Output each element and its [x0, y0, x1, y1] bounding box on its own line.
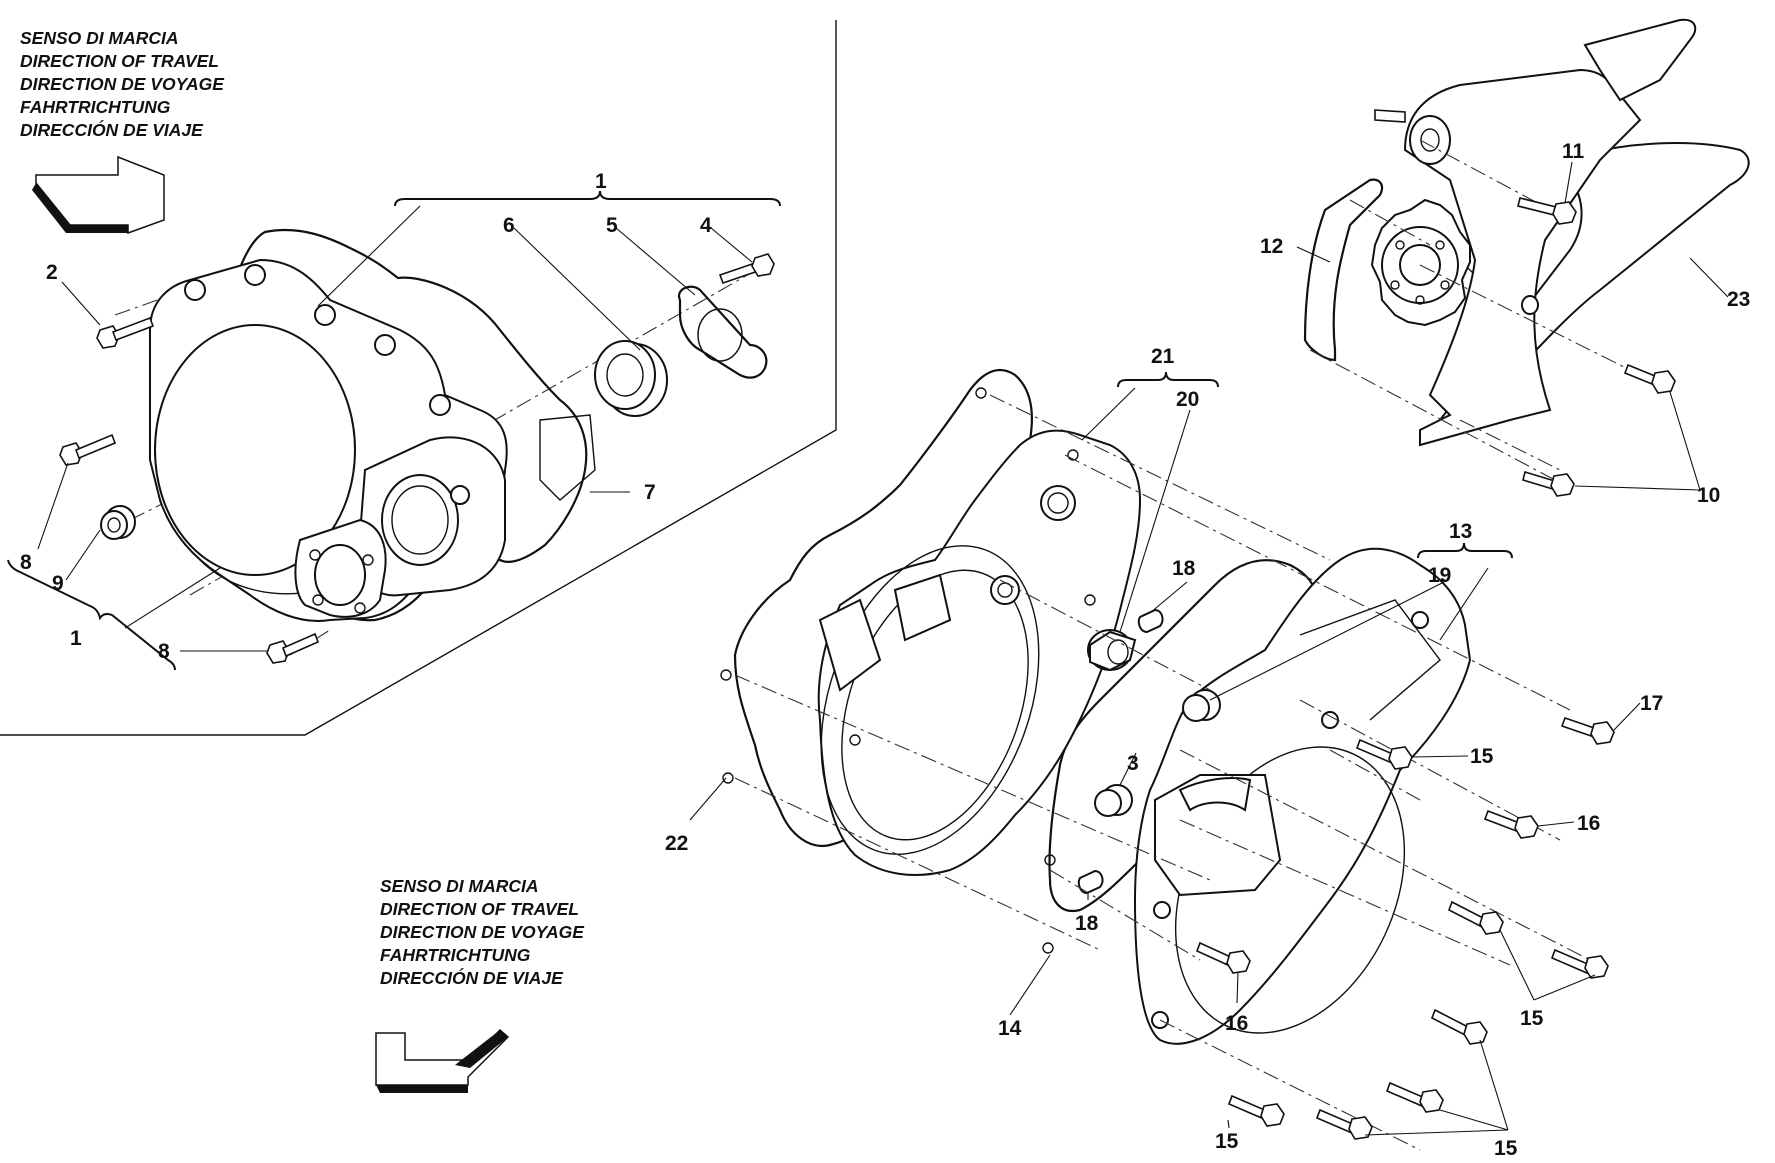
label-21: 21	[1151, 345, 1175, 368]
label-13: 13	[1449, 520, 1472, 543]
label-4: 4	[700, 214, 712, 237]
bolt-15-c	[1550, 948, 1609, 979]
clutch-cover-21	[817, 429, 1142, 876]
bushing-3	[1094, 784, 1133, 817]
seal-ring-6	[594, 340, 668, 417]
label-16-b: 16	[1225, 1012, 1248, 1035]
label-15-a: 15	[1470, 745, 1494, 768]
bolt-10-upper	[1623, 363, 1676, 394]
direction-bottom-line-3: DIRECTION DE VOYAGE	[380, 922, 585, 942]
cover-dome	[154, 324, 356, 576]
direction-arrow-bottom-icon	[375, 1028, 510, 1093]
label-19: 19	[1428, 564, 1451, 587]
leader-lines-left	[37, 205, 753, 652]
label-18-upper: 18	[1172, 557, 1196, 580]
dowel-18-lower	[1077, 869, 1104, 895]
direction-top-line-2: DIRECTION OF TRAVEL	[20, 51, 219, 71]
direction-top-line-5: DIRECCIÓN DE VIAJE	[20, 119, 204, 140]
direction-arrow-top-icon	[32, 155, 165, 235]
bolt-8-upper	[59, 433, 117, 466]
label-8-bottom: 8	[158, 640, 170, 663]
label-8-top: 8	[20, 551, 32, 574]
label-2: 2	[46, 261, 58, 284]
leader-lines-right	[689, 161, 1729, 1136]
label-5: 5	[606, 214, 618, 237]
label-10: 10	[1697, 484, 1720, 507]
bolt-4	[718, 253, 775, 285]
dowel-18-upper	[1137, 608, 1164, 634]
label-3: 3	[1127, 752, 1139, 775]
label-23: 23	[1727, 288, 1750, 311]
label-9: 9	[52, 572, 64, 595]
bolt-15-g	[1227, 1094, 1285, 1127]
direction-bottom-line-4: FAHRTRICHTUNG	[380, 945, 531, 965]
sprocket-12	[1303, 178, 1471, 362]
label-15-d: 15	[1494, 1137, 1518, 1160]
bearing-20	[1087, 629, 1137, 672]
bolt-15-d	[1431, 1008, 1488, 1045]
direction-of-travel-top: SENSO DI MARCIA DIRECTION OF TRAVEL DIRE…	[20, 28, 225, 235]
part-number-labels: 1 2 6 5 4 7 8 9 1 8 11 12 23 10 21 20 13…	[20, 140, 1750, 1160]
water-pump-cover-assembly	[59, 228, 775, 664]
label-1-bottom: 1	[70, 627, 82, 650]
label-15-b: 15	[1520, 1007, 1544, 1030]
bolt-16-a	[1483, 809, 1539, 839]
bushing-9	[100, 505, 136, 540]
brace-1-top	[394, 190, 781, 207]
side-cover-assembly	[720, 368, 1615, 1151]
bolt-15-e	[1385, 1081, 1444, 1113]
direction-top-line-3: DIRECTION DE VOYAGE	[20, 74, 225, 94]
bolt-15-f	[1315, 1108, 1373, 1140]
gasket-5	[677, 285, 768, 379]
bushing-19	[1182, 689, 1221, 722]
bolt-17	[1560, 716, 1615, 745]
label-17: 17	[1640, 692, 1663, 715]
brace-13	[1417, 542, 1513, 559]
direction-bottom-line-5: DIRECCIÓN DE VIAJE	[380, 967, 564, 988]
bolt-10-lower	[1522, 470, 1575, 497]
label-7: 7	[644, 481, 656, 504]
bolt-2	[96, 316, 155, 349]
label-1-top: 1	[595, 170, 607, 193]
brace-1-bottom	[7, 559, 176, 671]
bolt-16-b	[1195, 941, 1251, 974]
bolt-8-lower	[266, 632, 320, 664]
direction-top-line-1: SENSO DI MARCIA	[20, 28, 178, 48]
label-15-c: 15	[1215, 1130, 1239, 1153]
direction-of-travel-bottom: SENSO DI MARCIA DIRECTION OF TRAVEL DIRE…	[375, 876, 585, 1093]
inset-frame	[0, 20, 837, 736]
bolt-11	[1517, 197, 1577, 225]
direction-top-line-4: FAHRTRICHTUNG	[20, 97, 171, 117]
bolt-15-b	[1448, 900, 1504, 935]
direction-bottom-line-1: SENSO DI MARCIA	[380, 876, 538, 896]
label-6: 6	[503, 214, 515, 237]
direction-bottom-line-2: DIRECTION OF TRAVEL	[380, 899, 579, 919]
bolt-15-a	[1355, 738, 1413, 770]
label-16-a: 16	[1577, 812, 1600, 835]
sprocket-cover-assembly	[1303, 18, 1750, 497]
label-11: 11	[1562, 140, 1585, 163]
label-22: 22	[665, 832, 688, 855]
label-14: 14	[998, 1017, 1022, 1040]
label-18-lower: 18	[1075, 912, 1099, 935]
label-12: 12	[1260, 235, 1283, 258]
brace-21	[1117, 371, 1219, 388]
label-20: 20	[1176, 388, 1199, 411]
